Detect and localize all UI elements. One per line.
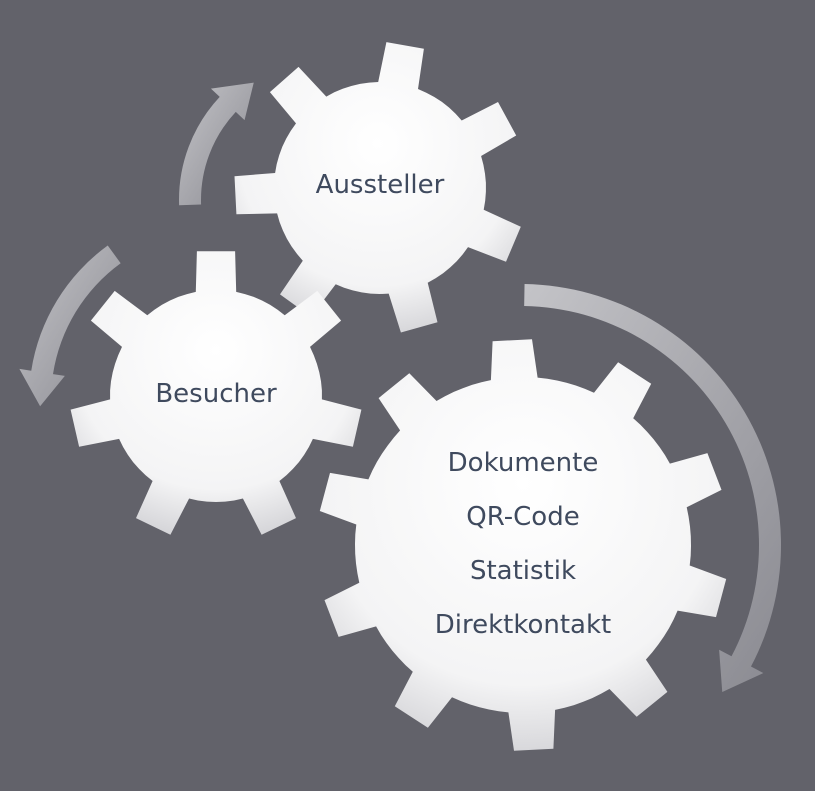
gear-label-aussteller: Aussteller [315,170,445,200]
arrow-besucher-to-aussteller [178,82,254,206]
gear-besucher [70,251,362,535]
feature-item-statistik: Statistik [469,556,577,586]
feature-item-dokumente: Dokumente [447,448,599,478]
gear-features [319,339,727,751]
feature-item-direktkontakt: Direktkontakt [434,610,612,640]
arrows-layer [19,82,781,692]
gears-layer [70,42,727,751]
gear-aussteller [234,42,521,333]
arrow-aussteller-to-besucher [19,245,121,407]
arrow-around-features [524,284,781,692]
feature-item-qr-code: QR-Code [466,502,580,532]
gear-label-features: Dokumente QR-Code Statistik Direktkontak… [435,436,612,652]
gear-label-besucher: Besucher [155,379,277,409]
